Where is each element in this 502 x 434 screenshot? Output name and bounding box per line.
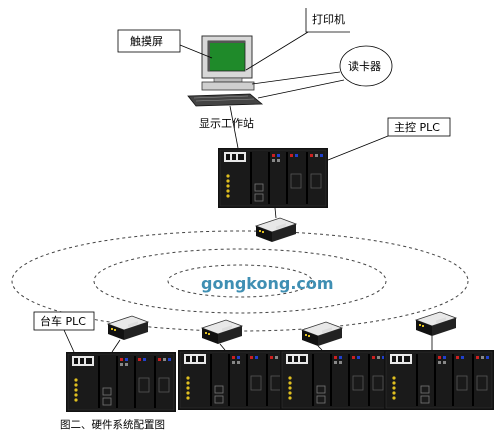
cart-plc-icon-2 (177, 349, 289, 411)
cart-node-icon-4 (415, 311, 457, 337)
watermark-text: gongkong.com (201, 274, 334, 293)
card-reader-label: 读卡器 (348, 59, 381, 73)
link-plc-node (274, 207, 277, 219)
link-node2-plc2 (219, 343, 226, 351)
cart-plc-icon-4 (383, 349, 495, 411)
link-workstation-plc (229, 105, 239, 149)
central-network-node-icon (255, 217, 297, 243)
card-reader-callout: 读卡器 (251, 45, 393, 99)
printer-label: 打印机 (312, 12, 345, 26)
workstation-label: 显示工作站 (199, 116, 254, 130)
master-plc-icon (217, 147, 329, 209)
link-node1-plc1 (111, 339, 121, 353)
master-plc-label: 主控 PLC (394, 120, 440, 134)
master-plc-callout: 主控 PLC (327, 117, 451, 161)
cart-plc-icon-3 (279, 349, 391, 411)
touchscreen-callout: 触摸屏 (117, 29, 213, 59)
ring-middle (93, 248, 387, 314)
link-node3-plc3 (317, 345, 323, 351)
cart-node-icon-3 (301, 321, 343, 347)
touchscreen-label: 触摸屏 (130, 34, 163, 48)
printer-callout: 打印机 (245, 8, 350, 71)
cart-node-icon-2 (201, 319, 243, 345)
cart-node-icon-1 (107, 315, 149, 341)
cart-plc-icon-1 (65, 351, 177, 413)
cart-plc-callout: 台车 PLC (33, 311, 95, 353)
ring-inner (167, 264, 313, 298)
cart-plc-label: 台车 PLC (40, 314, 86, 328)
figure-caption: 图二、硬件系统配置图 (60, 418, 165, 431)
workstation-icon (187, 35, 264, 107)
